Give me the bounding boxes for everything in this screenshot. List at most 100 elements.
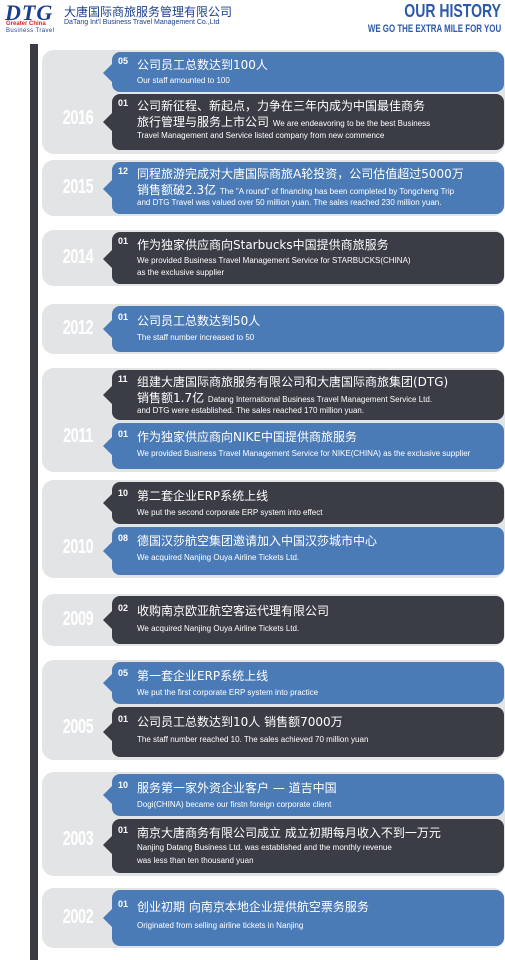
entry-pointer: [103, 320, 112, 338]
year-label: 2005: [62, 716, 94, 738]
year-group-2003: 2003 10 服务第一家外资企业客户 — 道吉中国 Dogi(CHINA) b…: [42, 772, 505, 876]
dtg-logo: DTG Greater China Business Travel: [5, 0, 61, 36]
logo-text: DTG: [5, 0, 54, 25]
entry-month: 01: [118, 98, 129, 108]
entry-text-en: We put the first corporate ERP system in…: [137, 688, 319, 697]
entry-text-en: and DTG Travel was valued over 50 millio…: [137, 198, 442, 207]
entry-text-en-2: was less than ten thousand yuan: [137, 856, 254, 865]
entry-text-en-2: as the exclusive supplier: [137, 268, 225, 277]
entry-month: 10: [118, 780, 129, 790]
entry-text-cn: 服务第一家外资企业客户 — 道吉中国: [137, 781, 337, 795]
entry-text-en: Originated from selling airline tickets …: [137, 921, 304, 930]
entry-text-en: The staff number reached 10. The sales a…: [137, 735, 369, 744]
entry-text-cn: 公司新征程、新起点，力争在三年内成为中国最佳商务: [137, 99, 426, 113]
entry-text-cn: 德国汉莎航空集团邀请加入中国汉莎城市中心: [137, 534, 378, 548]
history-entry: 01 南京大唐商务有限公司成立 成立初期每月收入不到一万元 Nanjing Da…: [112, 819, 504, 873]
entry-pointer: [103, 909, 112, 927]
year-label: 2009: [62, 608, 94, 630]
entry-text-en: and DTG were established. The sales reac…: [137, 406, 365, 415]
year-group-2010: 2010 10 第二套企业ERP系统上线 We put the second c…: [42, 480, 505, 578]
entry-month: 01: [118, 714, 129, 724]
year-label: 2010: [62, 536, 94, 558]
entry-pointer: [103, 542, 112, 560]
entry-pointer: [103, 786, 112, 804]
year-group-2009: 2009 02 收购南京欧亚航空客运代理有限公司 We acquired Nan…: [42, 594, 505, 646]
entry-text-en: Dogi(CHINA) became our firstn foreign co…: [137, 800, 332, 809]
entry-pointer: [103, 836, 112, 854]
entry-text-en: Nanjing Datang Business Ltd. was establi…: [137, 843, 392, 852]
entry-month: 05: [118, 56, 129, 66]
history-entry: 08 德国汉莎航空集团邀请加入中国汉莎城市中心 We acquired Nanj…: [112, 527, 504, 575]
history-entry: 01 创业初期 向南京本地企业提供航空票务服务 Originated from …: [112, 890, 504, 946]
history-entry: 10 服务第一家外资企业客户 — 道吉中国 Dogi(CHINA) became…: [112, 774, 504, 816]
year-label: 2016: [62, 107, 94, 129]
entry-month: 05: [118, 668, 129, 678]
entry-month: 01: [118, 899, 129, 909]
entry-text-en-inline: The "A round" of financing has been comp…: [219, 187, 455, 196]
entry-text-cn: 收购南京欧亚航空客运代理有限公司: [137, 604, 330, 618]
entry-text-en: We put the second corporate ERP system i…: [137, 508, 323, 517]
entry-pointer: [103, 611, 112, 629]
entry-text-cn-line2: 销售额1.7亿: [137, 391, 205, 405]
logo-tag-greater-china: Greater China: [6, 21, 46, 27]
year-label: 2015: [62, 176, 94, 198]
entry-month: 11: [118, 374, 128, 384]
entry-text-cn-2: 销售额破2.3亿 The "A round" of financing has …: [137, 181, 454, 198]
entry-month: 01: [118, 825, 129, 835]
entry-text-cn: 公司员工总数达到10人 销售额7000万: [137, 715, 343, 729]
entry-text-cn: 公司员工总数达到50人: [137, 314, 261, 328]
entry-pointer: [103, 674, 112, 692]
logo-tag-business-travel: Business Travel: [6, 28, 55, 34]
entry-text-en: We acquired Nanjing Ouya Airline Tickets…: [137, 624, 300, 633]
page-header: DTG Greater China Business Travel 大唐国际商旅…: [0, 0, 505, 44]
entry-text-en: Our staff amounted to 100: [137, 76, 230, 85]
history-entry: 02 收购南京欧亚航空客运代理有限公司 We acquired Nanjing …: [112, 596, 504, 644]
entry-text-cn: 创业初期 向南京本地企业提供航空票务服务: [137, 900, 369, 914]
entry-pointer: [103, 386, 112, 404]
timeline-bar: [30, 44, 38, 960]
entry-text-cn: 作为独家供应商向Starbucks中国提供商旅服务: [137, 238, 389, 252]
entry-pointer: [103, 180, 112, 198]
history-entry: 12 同程旅游完成对大唐国际商旅A轮投资，公司估值超过5000万 销售额破2.3…: [112, 162, 504, 214]
history-entry: 01 公司新征程、新起点，力争在三年内成为中国最佳商务 旅行管理与服务上市公司 …: [112, 94, 504, 150]
entry-text-en: The staff number increased to 50: [137, 333, 255, 342]
entry-text-cn-2: 销售额1.7亿 Datang International Business Tr…: [137, 389, 432, 406]
history-entry: 10 第二套企业ERP系统上线 We put the second corpor…: [112, 482, 504, 524]
entry-month: 10: [118, 488, 129, 498]
year-group-2014: 2014 01 作为独家供应商向Starbucks中国提供商旅服务 We pro…: [42, 230, 505, 286]
entry-text-en: We acquired Nanjing Ouya Airline Tickets…: [137, 553, 300, 562]
history-timeline: 2016 05 公司员工总数达到100人 Our staff amounted …: [0, 44, 505, 960]
entry-text-cn: 组建大唐国际商旅服务有限公司和大唐国际商旅集团(DTG): [137, 375, 449, 389]
entry-pointer: [103, 494, 112, 512]
entry-text-cn: 作为独家供应商向NIKE中国提供商旅服务: [137, 430, 357, 444]
year-group-2012: 2012 01 公司员工总数达到50人 The staff number inc…: [42, 304, 505, 354]
entry-text-cn-line2: 销售额破2.3亿: [137, 183, 217, 197]
entry-pointer: [103, 723, 112, 741]
entry-text-cn: 同程旅游完成对大唐国际商旅A轮投资，公司估值超过5000万: [137, 167, 464, 181]
entry-text-cn-line2: 旅行管理与服务上市公司: [137, 115, 270, 129]
page-subtitle: WE GO THE EXTRA MILE FOR YOU: [367, 23, 501, 35]
year-group-2002: 2002 01 创业初期 向南京本地企业提供航空票务服务 Originated …: [42, 888, 505, 948]
entry-text-cn: 公司员工总数达到100人: [137, 58, 268, 72]
entry-month: 02: [118, 603, 129, 613]
year-label: 2002: [62, 906, 94, 928]
entry-text-en: We provided Business Travel Management S…: [137, 449, 471, 458]
entry-text-en-inline: Datang International Business Travel Man…: [207, 395, 433, 404]
year-label: 2011: [63, 425, 93, 447]
history-entry: 11 组建大唐国际商旅服务有限公司和大唐国际商旅集团(DTG) 销售额1.7亿 …: [112, 370, 504, 420]
entry-pointer: [103, 64, 112, 82]
year-group-2015: 2015 12 同程旅游完成对大唐国际商旅A轮投资，公司估值超过5000万 销售…: [42, 160, 505, 216]
entry-text-cn: 第一套企业ERP系统上线: [137, 669, 269, 683]
page-title: OUR HISTORY: [404, 1, 501, 21]
entry-month: 01: [118, 429, 129, 439]
history-entry: 01 作为独家供应商向Starbucks中国提供商旅服务 We provided…: [112, 232, 504, 284]
entry-text-cn: 南京大唐商务有限公司成立 成立初期每月收入不到一万元: [137, 826, 441, 840]
entry-text-en-inline: We are endeavoring to be the best Busine…: [272, 119, 431, 128]
entry-month: 12: [118, 166, 129, 176]
year-group-2016: 2016 05 公司员工总数达到100人 Our staff amounted …: [42, 50, 505, 154]
entry-pointer: [103, 250, 112, 268]
history-entry: 01 作为独家供应商向NIKE中国提供商旅服务 We provided Busi…: [112, 423, 504, 469]
entry-text-en: Travel Management and Service listed com…: [137, 131, 385, 140]
entry-text-cn: 第二套企业ERP系统上线: [137, 489, 269, 503]
history-entry: 05 第一套企业ERP系统上线 We put the first corpora…: [112, 662, 504, 704]
